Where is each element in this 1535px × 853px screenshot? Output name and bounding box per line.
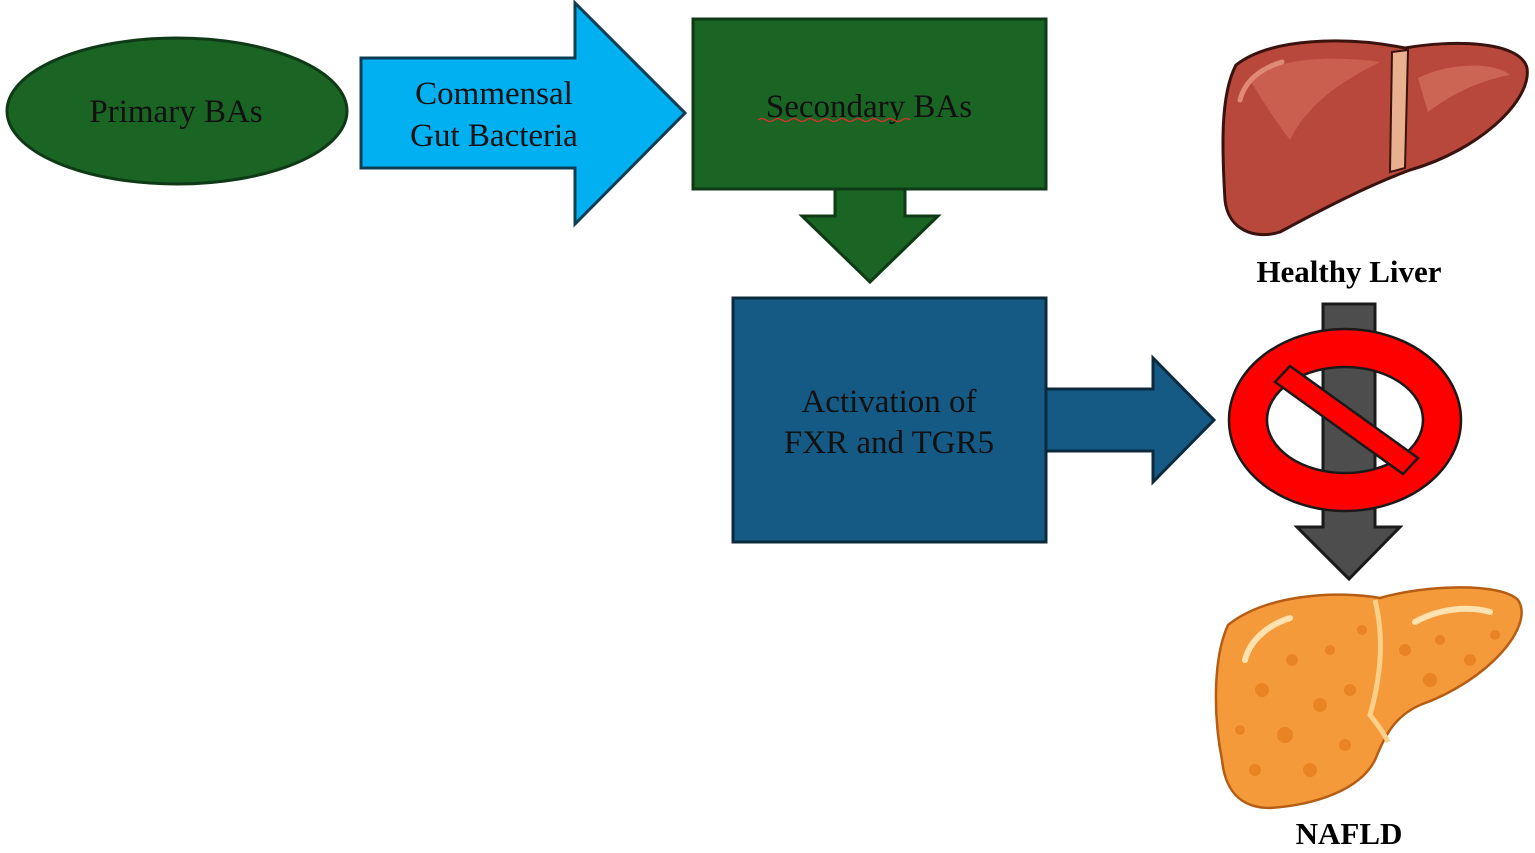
gut-bacteria-label-line1: Commensal bbox=[415, 76, 573, 112]
down-arrow-green bbox=[798, 187, 942, 285]
primary-bas-label: Primary BAs bbox=[89, 94, 262, 130]
secondary-bas-label: Secondary BAs bbox=[766, 89, 972, 125]
activation-label-line2: FXR and TGR5 bbox=[784, 425, 994, 461]
prohibition-icon bbox=[1227, 327, 1463, 513]
gut-bacteria-label-line2: Gut Bacteria bbox=[410, 118, 578, 154]
right-arrow-blue bbox=[1044, 354, 1217, 486]
activation-node: Activation of FXR and TGR5 bbox=[731, 296, 1048, 544]
activation-label-line1: Activation of bbox=[801, 384, 976, 420]
gut-bacteria-arrow: Commensal Gut Bacteria bbox=[359, 0, 688, 228]
fat-droplets bbox=[1235, 625, 1500, 777]
fatty-liver-icon bbox=[1214, 586, 1523, 810]
nafld-label: NAFLD bbox=[1296, 816, 1403, 851]
healthy-liver-label: Healthy Liver bbox=[1256, 254, 1441, 289]
healthy-liver-icon bbox=[1221, 39, 1529, 237]
primary-bas-node: Primary BAs bbox=[5, 36, 349, 186]
spellcheck-underline bbox=[757, 117, 911, 123]
secondary-bas-node: Secondary BAs bbox=[691, 17, 1048, 191]
